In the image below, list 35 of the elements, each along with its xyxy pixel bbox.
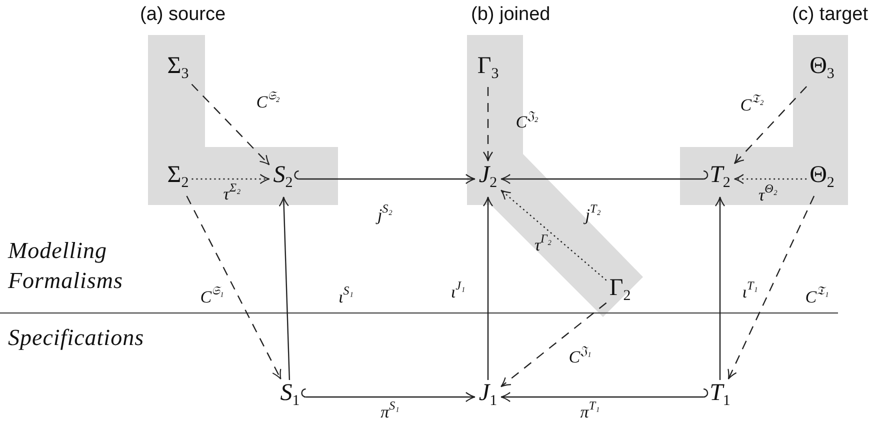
math-object: J$_{2}$ [478,163,498,191]
edge-label: π$^{S₁}$ [380,400,400,420]
math-object: Σ$_{2}$ [167,163,189,191]
shaded-region [465,4,645,320]
edge-label: j$^{T₂}$ [585,202,601,224]
layer-label: Specifications [8,324,146,352]
edge-label: C$^{𝔗₂}$ [740,92,764,114]
edge-label: ι$^{T₁}$ [742,280,758,300]
math-object: Θ$_{3}$ [810,54,834,82]
math-object: Γ$_{3}$ [477,54,499,82]
math-object: Θ$_{2}$ [810,163,834,191]
math-object: T$_{1}$ [710,381,730,409]
edge-label: j$^{S₂}$ [378,202,392,224]
math-object: S$_{1}$ [280,381,300,409]
math-object: T$_{2}$ [710,163,730,191]
shaded-region [140,4,340,208]
edge-label: C$^{𝔖₂}$ [256,90,280,110]
math-object: Σ$_{3}$ [167,54,189,82]
edge-label: C$^{𝔖₁}$ [200,284,224,306]
edge-label: τ$^{Γ₂}$ [534,232,552,254]
region-heading: (a) source [140,4,226,26]
edge-label: C$^{𝔍₁}$ [568,344,592,366]
edge-label: π$^{T₁}$ [580,400,600,420]
math-object: Γ$_{2}$ [609,276,631,304]
region-heading: (b) joined [471,4,550,26]
edge-label: τ$^{Θ₂}$ [758,182,778,204]
edge-label: C$^{𝔗₁}$ [805,284,829,306]
edge-label: ι$^{J₁}$ [450,280,466,300]
math-object: S$_{2}$ [273,163,293,191]
math-object: J$_{1}$ [478,381,498,409]
region-heading: (c) target [792,4,868,26]
layer-label: Modelling Formalisms [8,237,124,295]
edge-label: ι$^{S₁}$ [338,284,354,306]
edge-label: τ$^{Σ₂}$ [223,182,241,202]
edge-label: C$^{𝔍₂}$ [516,110,538,130]
